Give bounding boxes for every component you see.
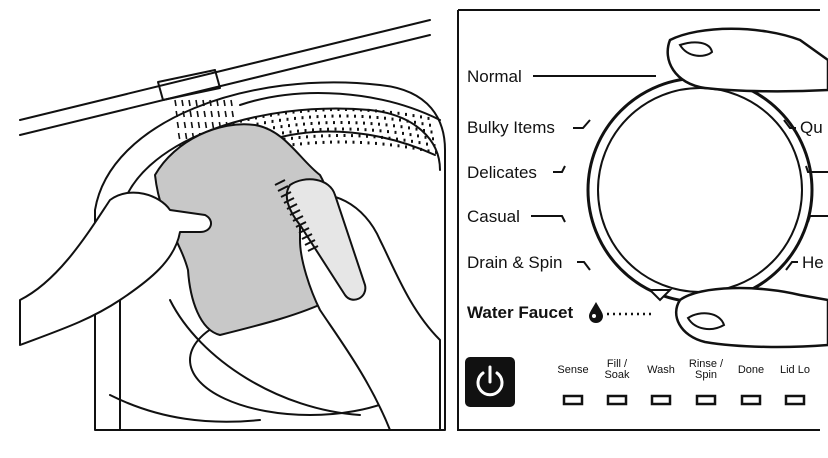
cycle-bulky-tick [573, 119, 591, 129]
cycle-normal-label: Normal [467, 67, 522, 86]
brush-bristles [274, 179, 319, 252]
scrub-brush [285, 178, 367, 301]
tub-rim-outer [94, 81, 446, 431]
water-drop-highlight [592, 314, 596, 318]
status-label-2: Wash [647, 364, 675, 376]
control-panel: Normal Bulky Items Delicates Casual Drai… [457, 9, 828, 431]
power-icon [476, 365, 504, 397]
thumb-bottom-nail [686, 312, 726, 331]
thumb-bottom [674, 286, 828, 349]
drum-band-bottom [269, 130, 436, 156]
cycle-delicates-label: Delicates [467, 163, 537, 182]
left-hand [19, 191, 212, 346]
thumb-top [666, 27, 828, 93]
panel-frame [457, 9, 820, 431]
cycle-bulky-label: Bulky Items [467, 118, 555, 137]
cycle-delicates-tick [553, 165, 566, 173]
cycle-quick-tick [783, 119, 796, 129]
thumb-top-nail [678, 41, 714, 57]
status-label-3: Rinse /Spin [689, 358, 724, 381]
status-indicator-0 [562, 394, 584, 406]
status-indicator-5 [784, 394, 806, 406]
status-indicator-3 [695, 394, 717, 406]
tub-bottom [169, 299, 361, 416]
cabinet-top-edge-inner [19, 34, 431, 136]
cycle-tick-r2 [805, 165, 828, 173]
cycle-heavy-tick [785, 261, 798, 271]
cabinet-top-edge [19, 19, 431, 121]
status-lights: Sense Fill /Soak Wash Rinse /Spin Done Lid Lo [557, 358, 810, 406]
status-label-4: Done [738, 364, 764, 376]
cycle-quick-label: Qu [800, 118, 823, 137]
drum-band-top [239, 92, 441, 121]
tub-lower-detail [109, 394, 261, 423]
spray-nozzle [157, 69, 221, 101]
water-drop-icon [589, 302, 603, 323]
status-indicator-2 [650, 394, 672, 406]
cycle-drain-spin-label: Drain & Spin [467, 253, 562, 272]
cycle-heavy-label: He [802, 253, 824, 272]
cycle-dial[interactable] [586, 76, 814, 304]
cycle-casual-tick [531, 215, 566, 223]
cycle-tick-r3 [807, 215, 828, 223]
dial-pointer [647, 289, 673, 302]
cycle-casual-label: Casual [467, 207, 520, 226]
status-label-0: Sense [557, 364, 588, 376]
cycle-drain-spin-tick [577, 261, 591, 271]
status-indicator-4 [740, 394, 762, 406]
status-label-5: Lid Lo [780, 364, 810, 376]
water-faucet-label: Water Faucet [467, 303, 573, 322]
status-indicator-1 [606, 394, 628, 406]
status-label-1: Fill /Soak [604, 358, 630, 381]
